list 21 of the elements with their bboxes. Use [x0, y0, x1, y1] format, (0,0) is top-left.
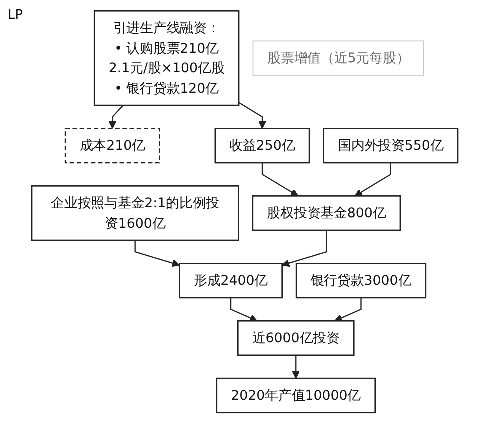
node-box: 近6000亿投资 — [237, 320, 355, 356]
node-box: 国内外投资550亿 — [323, 128, 459, 164]
node-box: 2020年产值10000亿 — [216, 378, 376, 414]
arrow — [262, 163, 299, 197]
node-box: 股权投资基金800亿 — [252, 196, 402, 232]
node-box: 收益250亿 — [214, 128, 310, 164]
node-box: 成本210亿 — [64, 128, 160, 164]
arrow — [238, 102, 266, 130]
node-box: 引进生产线融资： • 认购股票210亿 2.1元/股×100亿股 • 银行贷款120亿 — [94, 10, 240, 106]
note-text: LP — [8, 8, 24, 23]
arrow — [230, 298, 258, 322]
arrow — [292, 355, 300, 379]
arrow — [134, 240, 180, 268]
arrow — [282, 230, 328, 268]
arrow — [108, 105, 124, 130]
node-box: 企业按照与基金2:1的比例投资1600亿 — [31, 186, 240, 242]
arrow — [354, 163, 392, 197]
arrow — [334, 298, 362, 322]
node-box: 银行贷款3000亿 — [296, 263, 427, 299]
node-box: 形成2400亿 — [179, 263, 283, 299]
node-box: 股票增值（近5元每股） — [252, 40, 424, 76]
